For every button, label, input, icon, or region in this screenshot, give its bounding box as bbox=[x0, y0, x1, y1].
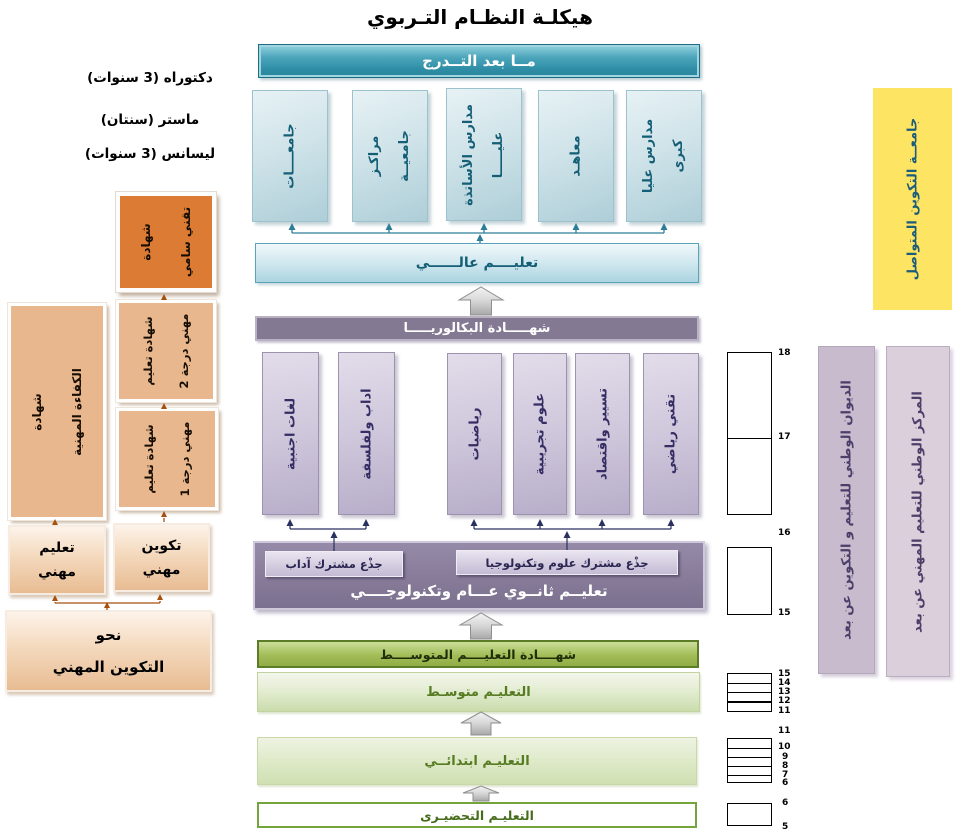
age-label: 14 bbox=[778, 678, 791, 688]
vocational-certificate-level2-label: شهادة تعليم مهني درجة 2 bbox=[141, 313, 191, 389]
post-graduation-bar: مــا بعد التــدرج bbox=[258, 44, 700, 78]
stream-technical-math-label: تقني رياضي bbox=[663, 393, 679, 475]
stream-foreign-languages-label: لغات اجنبية bbox=[283, 397, 298, 470]
university-centers-box: مراكـز جامعيــة bbox=[352, 90, 428, 222]
age-scale-secondary-box bbox=[727, 352, 772, 515]
vocational-training-box: تكوين مهني bbox=[113, 523, 210, 592]
age-label: 5 bbox=[782, 822, 789, 832]
page-title: هيكلـة النظـام التـربوي bbox=[367, 5, 593, 29]
national-distance-education-office-label: الديوان الوطني للتعليم و التكوين عن بعد bbox=[839, 380, 854, 640]
stream-experimental-sciences-label: علوم تجريبية bbox=[532, 392, 548, 476]
scale-line bbox=[728, 748, 771, 749]
age-label: 7 bbox=[782, 770, 789, 780]
stream-foreign-languages-box: لغات اجنبية bbox=[262, 352, 319, 515]
age-label: 17 bbox=[778, 432, 791, 442]
up-arrow-icon bbox=[288, 223, 668, 243]
institutes-label: معاهـد bbox=[568, 135, 584, 177]
stream-management-economics-label: تسيير واقتصاد bbox=[595, 387, 610, 481]
vocational-education-box: تعليم مهني bbox=[8, 525, 106, 595]
scale-line bbox=[728, 757, 771, 758]
stream-technical-math-box: تقني رياضي bbox=[643, 353, 699, 515]
middle-education-bar: التعليـم متوسـط bbox=[257, 672, 700, 712]
teacher-schools-label: مدارس الأساتذة عليـــــا bbox=[461, 103, 506, 206]
secondary-education-label: تعليــم ثانــوي عـــام وتكنولوجــــي bbox=[350, 582, 608, 600]
age-label: 11 bbox=[778, 706, 791, 716]
age-scale-primary-ladder bbox=[727, 738, 772, 783]
universities-box: جامعــــات bbox=[252, 90, 328, 222]
baccalaureate-bar: شهـــــادة البكالوريـــــا bbox=[255, 316, 699, 341]
age-label: 16 bbox=[778, 528, 791, 538]
age-label: 15 bbox=[778, 608, 791, 618]
age-label: 9 bbox=[782, 752, 789, 762]
age-scale-box bbox=[727, 547, 772, 615]
stream-management-economics-box: تسيير واقتصاد bbox=[575, 353, 630, 515]
age-scale-middle-ladder bbox=[727, 673, 772, 712]
stream-mathematics-label: رياضيات bbox=[467, 407, 482, 461]
scale-line bbox=[728, 683, 771, 684]
age-label: 6 bbox=[782, 778, 789, 788]
scale-line bbox=[728, 766, 771, 767]
age-label: 18 bbox=[778, 348, 791, 358]
age-label: 6 bbox=[782, 798, 789, 808]
senior-technician-certificate-label: شهادة تقني سامي bbox=[139, 206, 193, 278]
national-distance-vocational-center-box: المركز الوطني للتعليم المهني عن بعد bbox=[886, 346, 950, 677]
continuing-education-university-box: جامعــة التكوين المتواصل bbox=[873, 88, 952, 310]
age-scale-divider bbox=[728, 438, 771, 439]
license-note: ليسانس (3 سنوات) bbox=[84, 146, 216, 162]
common-core-science-box: جذْع مشترك علوم وتكنولوجيا bbox=[456, 550, 678, 575]
age-label: 10 bbox=[778, 742, 791, 752]
higher-education-bar: تعليــــم عالــــــي bbox=[255, 243, 699, 283]
stream-experimental-sciences-box: علوم تجريبية bbox=[513, 353, 567, 515]
vocational-certificate-level1-label: شهادة تعليم مهني درجة 1 bbox=[142, 421, 192, 497]
grand-schools-label: مدارس عليا كبرى bbox=[641, 118, 686, 194]
common-core-arts-box: جذْع مشترك آداب bbox=[265, 551, 403, 577]
institutes-box: معاهـد bbox=[538, 90, 614, 222]
doctorate-note: دكتوراه (3 سنوات) bbox=[87, 70, 213, 86]
teacher-schools-box: مدارس الأساتذة عليـــــا bbox=[446, 88, 522, 221]
grand-schools-box: مدارس عليا كبرى bbox=[626, 90, 702, 222]
stream-mathematics-box: رياضيات bbox=[447, 353, 502, 515]
age-scale-prep-box bbox=[727, 803, 772, 826]
age-label: 13 bbox=[778, 687, 791, 697]
age-label: 11 bbox=[778, 726, 791, 736]
professional-competence-certificate-label: شهادة الكفاءة المهنية bbox=[30, 367, 84, 456]
scale-line bbox=[728, 701, 771, 703]
national-distance-vocational-center-label: المركز الوطني للتعليم المهني عن بعد bbox=[910, 390, 926, 633]
university-centers-label: مراكـز جامعيــة bbox=[367, 130, 412, 182]
scale-line bbox=[728, 775, 771, 776]
age-label: 12 bbox=[778, 696, 791, 706]
bem-certificate-bar: شهــــادة التعليــــم المتوســــط bbox=[257, 640, 699, 668]
professional-competence-certificate-box: شهادة الكفاءة المهنية bbox=[8, 303, 106, 520]
toward-vocational-training-box: نحو التكوين المهني bbox=[5, 610, 212, 692]
stream-literature-philosophy-box: اداب ولفلسفة bbox=[338, 352, 395, 515]
scale-line bbox=[728, 692, 771, 693]
age-label: 15 bbox=[778, 669, 791, 679]
vocational-certificate-level2-box: شهادة تعليم مهني درجة 2 bbox=[116, 300, 216, 402]
national-distance-education-office-box: الديوان الوطني للتعليم و التكوين عن بعد bbox=[818, 346, 875, 674]
universities-label: جامعــــات bbox=[282, 123, 298, 189]
vocational-certificate-level1-box: شهادة تعليم مهني درجة 1 bbox=[116, 408, 218, 510]
senior-technician-certificate-box: شهادة تقني سامي bbox=[116, 192, 216, 292]
age-label: 8 bbox=[782, 761, 789, 771]
stream-literature-philosophy-label: اداب ولفلسفة bbox=[359, 387, 374, 480]
preparatory-education-bar: التعليـم التحضيـرى bbox=[257, 802, 697, 828]
master-note: ماستر (سنتان) bbox=[100, 112, 200, 128]
continuing-education-university-label: جامعــة التكوين المتواصل bbox=[905, 117, 920, 281]
primary-education-bar: التعليـم ابتدائــي bbox=[257, 737, 697, 785]
